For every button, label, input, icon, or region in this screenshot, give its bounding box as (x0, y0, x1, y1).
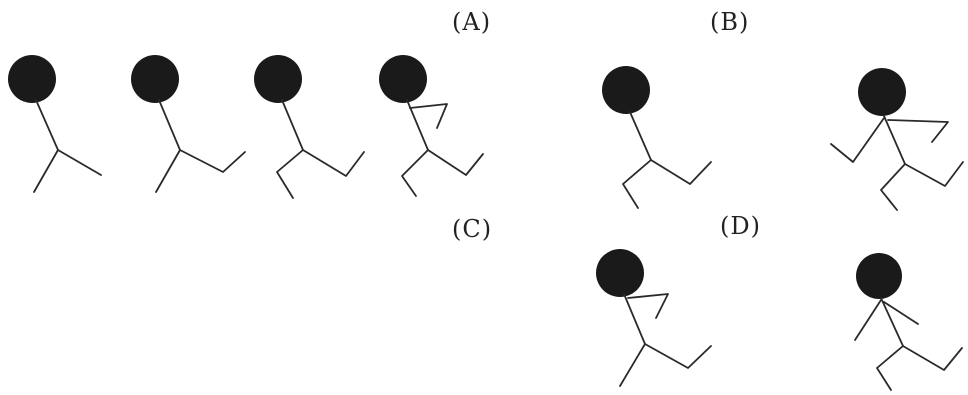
panel-label-b: (B) (710, 8, 750, 36)
figure-leg-right (302, 149, 365, 177)
figure-leg-right (650, 159, 712, 185)
figure-torso (629, 111, 652, 161)
figure-leg-left (401, 149, 429, 197)
stick-figure-b2 (830, 68, 964, 211)
figure-torso (35, 99, 59, 151)
figure-head (596, 249, 644, 297)
figure-leg-left (876, 345, 904, 391)
figure-leg-right (904, 161, 964, 187)
figure-head (856, 253, 902, 299)
figure-head (379, 55, 427, 103)
figure-leg-left (155, 149, 181, 193)
figure-leg-right (57, 149, 102, 176)
panel-label-d: (D) (720, 212, 761, 240)
figure-arm-right (887, 119, 949, 143)
figure-leg-right (644, 343, 712, 369)
figure-head (8, 55, 56, 103)
stick-figure-a1 (8, 55, 102, 193)
figure-leg-left (33, 149, 59, 193)
stick-figure-b1 (602, 66, 712, 209)
figure-leg-left (276, 149, 304, 199)
figure-head (858, 68, 906, 116)
figure-arm-right (883, 301, 919, 325)
stick-figure-d1 (596, 249, 712, 387)
stick-figure-a4 (379, 55, 484, 197)
figure-arm (409, 103, 448, 129)
panel-label-a: (A) (452, 8, 492, 36)
figure-arm-left (854, 299, 882, 341)
figure-torso (880, 297, 904, 347)
panel-label-c: (C) (452, 215, 493, 243)
figure-head (602, 66, 650, 114)
figure-leg-left (619, 343, 646, 387)
figure-leg-left (622, 159, 652, 209)
figure-arm (627, 293, 669, 319)
figure-leg-right (427, 149, 484, 176)
stick-figure-a3 (254, 55, 365, 199)
figure-leg-left (880, 163, 906, 211)
stick-figure-a2 (131, 55, 246, 193)
figure-torso (883, 115, 906, 165)
figure-torso (623, 293, 646, 345)
figure-torso (281, 99, 304, 151)
stick-figure-d2 (854, 253, 963, 391)
figure-arm-left (830, 117, 885, 163)
figure-torso (158, 99, 181, 151)
figure-leg-right (179, 149, 246, 173)
figure-head (254, 55, 302, 103)
figure-leg-right (902, 345, 963, 371)
figure-head (131, 55, 179, 103)
